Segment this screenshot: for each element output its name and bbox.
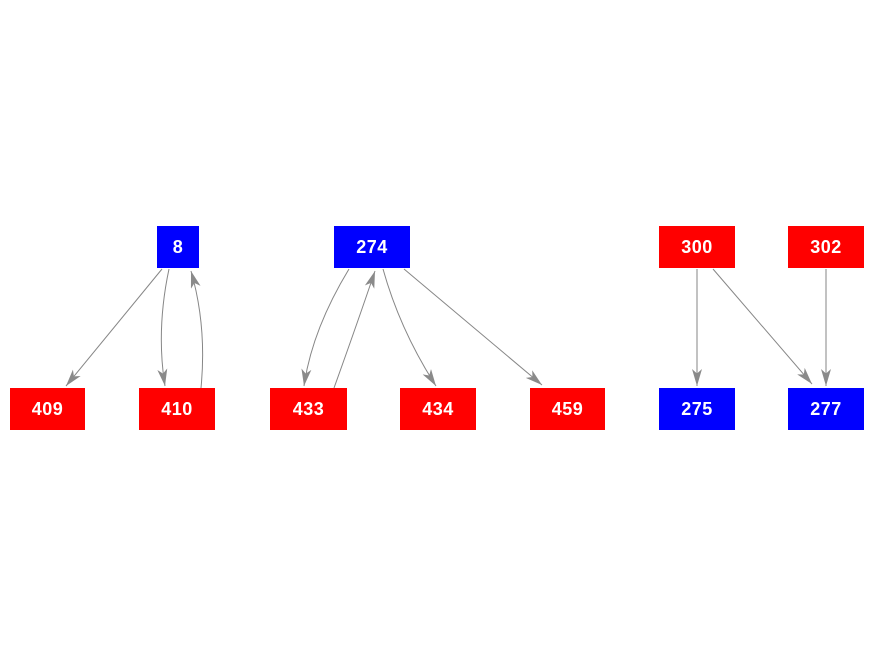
graph-node-277: 277	[788, 388, 864, 430]
edge-300-277	[712, 268, 813, 385]
edge-410-8	[190, 270, 204, 389]
edge-8-410	[157, 268, 170, 387]
graph-node-409: 409	[10, 388, 85, 430]
graph-node-274: 274	[334, 226, 410, 268]
edge-274-434	[382, 268, 437, 387]
graph-node-459: 459	[530, 388, 605, 430]
graph-node-302: 302	[788, 226, 864, 268]
edge-433-274	[333, 270, 376, 389]
edge-274-459	[403, 268, 543, 386]
edge-274-433	[301, 268, 350, 387]
edges-group	[65, 268, 831, 389]
graph-node-410: 410	[139, 388, 215, 430]
graph-node-434: 434	[400, 388, 476, 430]
graph-node-433: 433	[270, 388, 347, 430]
graph-node-8: 8	[157, 226, 199, 268]
graph-node-300: 300	[659, 226, 735, 268]
edge-8-409	[65, 268, 163, 387]
graph-node-275: 275	[659, 388, 735, 430]
